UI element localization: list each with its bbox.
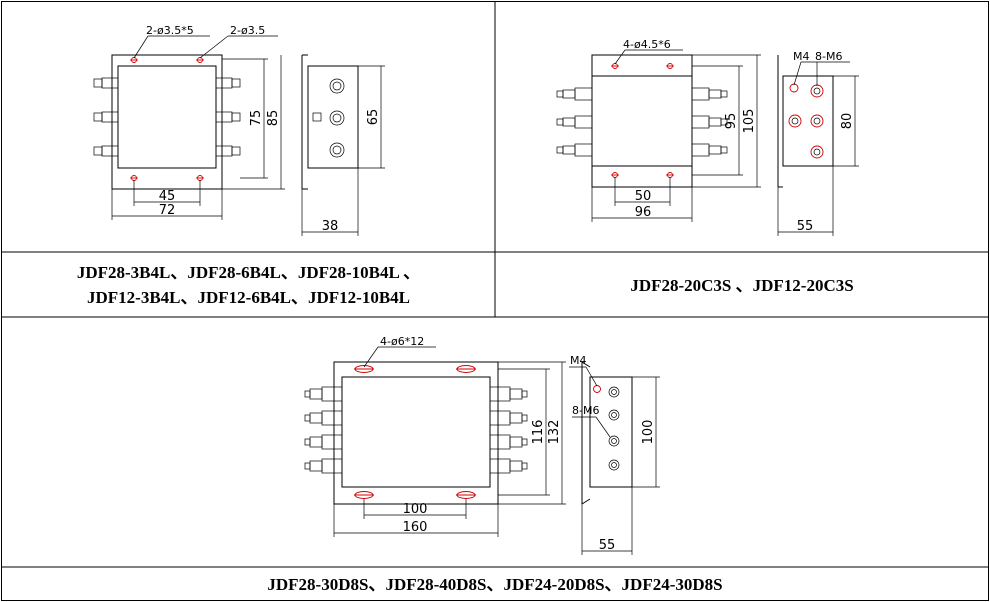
filter-drawing-20c3s: 4-ø4.5*6 50 96 95 105 M4 8-M6 80 55 — [556, 38, 859, 236]
dim-116: 116 — [531, 420, 546, 445]
hole-note: 4-ø4.5*6 — [623, 38, 671, 51]
screw-note-m6: 8-M6 — [815, 50, 842, 63]
dim-80: 80 — [840, 113, 855, 130]
dim-100-v: 100 — [641, 420, 656, 445]
dim-38: 38 — [322, 219, 339, 234]
caption-top-right-text: JDF28-20C3S 、JDF12-20C3S — [630, 275, 854, 295]
dim-45: 45 — [159, 189, 176, 204]
dim-55: 55 — [599, 538, 616, 553]
caption-bottom-text: JDF28-30D8S、JDF28-40D8S、JDF24-20D8S、JDF2… — [267, 574, 723, 594]
dim-55: 55 — [797, 219, 814, 234]
dim-160: 160 — [403, 520, 428, 535]
filter-drawing-30d8s: 4-ø6*12 100 160 116 132 M4 8-M6 100 55 — [304, 335, 660, 555]
filter-drawing-3b4l: 2-ø3.5*5 2-ø3.5 45 72 75 85 65 38 — [93, 24, 385, 236]
dim-105: 105 — [742, 109, 757, 134]
hole-note: 4-ø6*12 — [380, 335, 424, 348]
screw-note-m4: M4 — [793, 50, 810, 63]
dim-132: 132 — [547, 420, 562, 445]
dim-65: 65 — [366, 109, 381, 126]
caption-top-right: JDF28-20C3S 、JDF12-20C3S — [496, 253, 988, 317]
dim-95: 95 — [724, 113, 739, 130]
hole-note-1: 2-ø3.5*5 — [146, 24, 194, 37]
dim-85: 85 — [266, 110, 281, 127]
caption-top-left-line2: JDF12-3B4L、JDF12-6B4L、JDF12-10B4L — [87, 288, 410, 307]
dim-100-h: 100 — [403, 502, 428, 517]
screw-note-m6: 8-M6 — [572, 404, 599, 417]
caption-bottom: JDF28-30D8S、JDF28-40D8S、JDF24-20D8S、JDF2… — [2, 568, 988, 600]
screw-note-m4: M4 — [570, 354, 587, 367]
caption-top-left-line1: JDF28-3B4L、JDF28-6B4L、JDF28-10B4L 、 — [76, 263, 421, 282]
dim-96: 96 — [635, 205, 652, 220]
hole-note-2: 2-ø3.5 — [230, 24, 265, 37]
dim-72: 72 — [159, 203, 176, 218]
dim-50: 50 — [635, 189, 652, 204]
dim-75: 75 — [249, 110, 264, 127]
caption-top-left: JDF28-3B4L、JDF28-6B4L、JDF28-10B4L 、 JDF1… — [2, 253, 495, 317]
